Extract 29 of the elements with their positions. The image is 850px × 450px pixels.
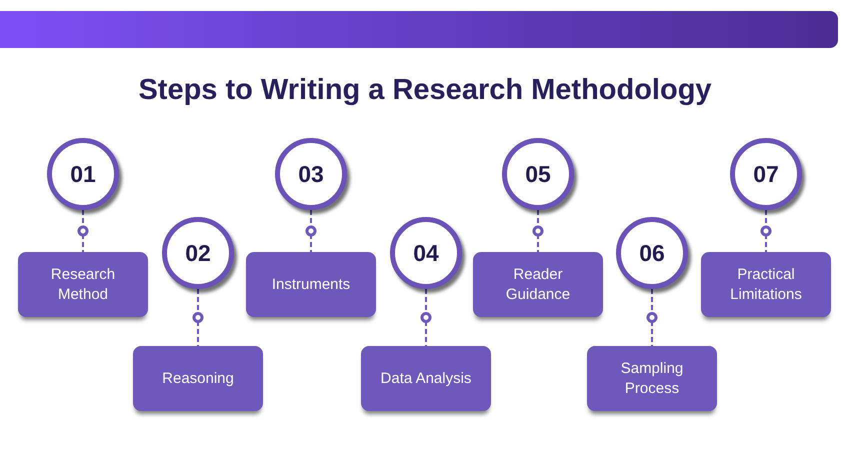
dashed-connector [197,289,199,346]
step-card [133,346,263,411]
step-card [246,252,376,317]
step-number: 06 [639,242,665,264]
step-number: 04 [413,242,439,264]
step-card [587,346,717,411]
dashed-connector [425,289,427,346]
step-card [701,252,831,317]
dashed-connector [82,210,84,252]
step-number: 03 [298,162,324,186]
dashed-connector [765,210,767,252]
dashed-connector [310,210,312,252]
dashed-connector [651,289,653,346]
title: Steps to Writing a Research Methodology [138,73,712,108]
step-number: 02 [185,242,211,264]
step-label: Data Analysis [380,368,472,388]
dashed-connector [537,210,539,252]
step-number: 01 [70,162,96,186]
step-label: Instruments [272,274,350,294]
step-label: Reasoning [162,368,234,388]
step-label: Research Method [50,264,116,304]
step-label: Sampling Process [620,358,684,398]
step-number: 05 [525,162,551,186]
step-card [361,346,491,411]
step-card [18,252,148,317]
step-label: Reader Guidance [504,264,572,304]
step-card [473,252,603,317]
step-number: 07 [753,162,779,186]
step-label: Practical Limitations [729,264,803,304]
